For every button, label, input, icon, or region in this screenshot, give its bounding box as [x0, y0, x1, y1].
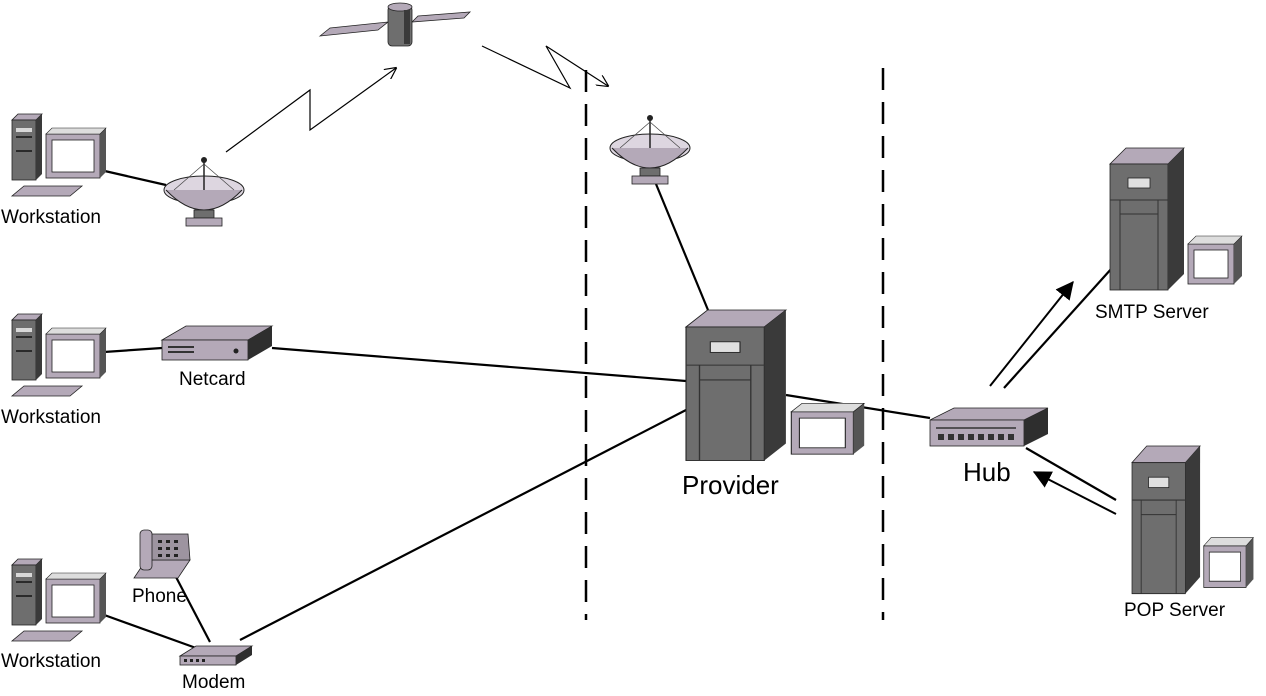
link-modem-provider	[239, 409, 687, 641]
hub-icon	[929, 407, 1049, 447]
netcard-label: Netcard	[179, 369, 246, 390]
phone-icon	[133, 529, 191, 579]
hub-label: Hub	[963, 457, 1011, 487]
smtp-server-icon	[1109, 147, 1243, 291]
workstation-1-icon	[11, 113, 107, 197]
workstation-3-icon	[11, 558, 107, 642]
satellite-icon	[318, 2, 472, 47]
link-dish-provider	[654, 183, 710, 311]
workstation-2-icon	[11, 313, 107, 397]
link-ws2-netcard	[103, 346, 163, 354]
pop-server-icon	[1131, 445, 1254, 595]
workstation-3-label: Workstation	[1, 651, 101, 672]
pop-server-label: POP Server	[1124, 600, 1226, 621]
link-netcard-provider	[271, 346, 687, 383]
link-ws1-dish	[95, 167, 167, 187]
link-phone-modem	[175, 576, 211, 643]
phone-label: Phone	[132, 586, 187, 607]
provider-server-icon	[685, 309, 865, 462]
link-hub-pop	[1025, 447, 1117, 501]
arrow-to-smtp	[989, 280, 1074, 387]
satellite-dish-provider-icon	[609, 114, 691, 185]
workstation-2-label: Workstation	[1, 407, 101, 428]
wireless-downlink	[481, 45, 608, 90]
satellite-dish-client-icon	[163, 156, 245, 227]
wireless-uplink	[225, 68, 396, 153]
modem-icon	[178, 645, 254, 666]
link-hub-smtp	[1003, 267, 1113, 389]
netcard-icon	[160, 325, 274, 361]
connections	[95, 167, 1117, 650]
link-ws3-modem	[95, 610, 197, 650]
smtp-server-label: SMTP Server	[1095, 302, 1209, 323]
modem-label: Modem	[182, 672, 246, 693]
workstation-1-label: Workstation	[1, 207, 101, 228]
arrow-from-pop	[1032, 471, 1117, 515]
provider-label: Provider	[682, 470, 779, 500]
